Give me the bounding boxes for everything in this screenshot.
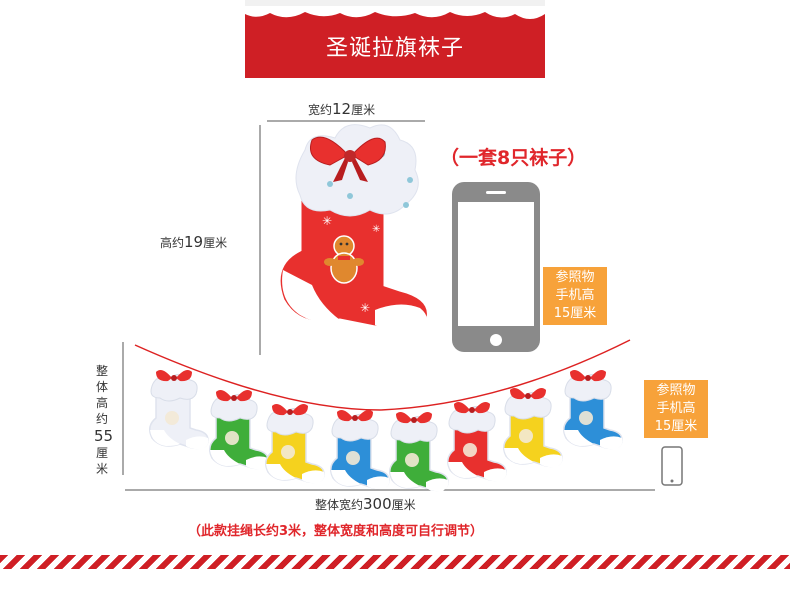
page-title: 圣诞拉旗袜子 — [325, 36, 464, 61]
garland-string — [134, 339, 631, 411]
garland-stocking — [389, 412, 449, 492]
garland-stocking — [563, 370, 623, 450]
garland-stocking — [265, 404, 325, 484]
svg-text:✳: ✳ — [322, 214, 332, 228]
set-note: （一套8只袜子） — [440, 147, 587, 169]
phone-reference-label-top: 参照物 手机高 15厘米 — [543, 267, 607, 325]
small-phone-icon — [661, 446, 683, 486]
width-label: 宽约12厘米 — [308, 100, 376, 118]
garland-stocking — [503, 388, 563, 468]
garland-stockings — [149, 370, 623, 492]
garland-stocking — [447, 402, 507, 482]
garland-height-label: 整 体 高 约 55 厘米 — [94, 364, 114, 476]
candy-stripe-border — [0, 555, 790, 569]
garland-stocking — [209, 390, 269, 470]
svg-text:✳: ✳ — [372, 224, 380, 235]
header-banner — [245, 0, 545, 78]
garland-stocking — [330, 410, 390, 490]
large-stocking-image: ✳ ✳ ✳ — [277, 124, 430, 335]
garland-stocking — [149, 370, 209, 450]
height-label: 高约19厘米 — [160, 233, 228, 251]
phone-reference-label-bottom: 参照物 手机高 15厘米 — [644, 380, 708, 438]
phone-icon — [452, 182, 540, 352]
garland-width-label: 整体宽约300厘米 — [315, 495, 416, 513]
footer-note: （此款挂绳长约3米，整体宽度和高度可自行调节） — [188, 524, 484, 539]
svg-text:✳: ✳ — [360, 301, 370, 315]
